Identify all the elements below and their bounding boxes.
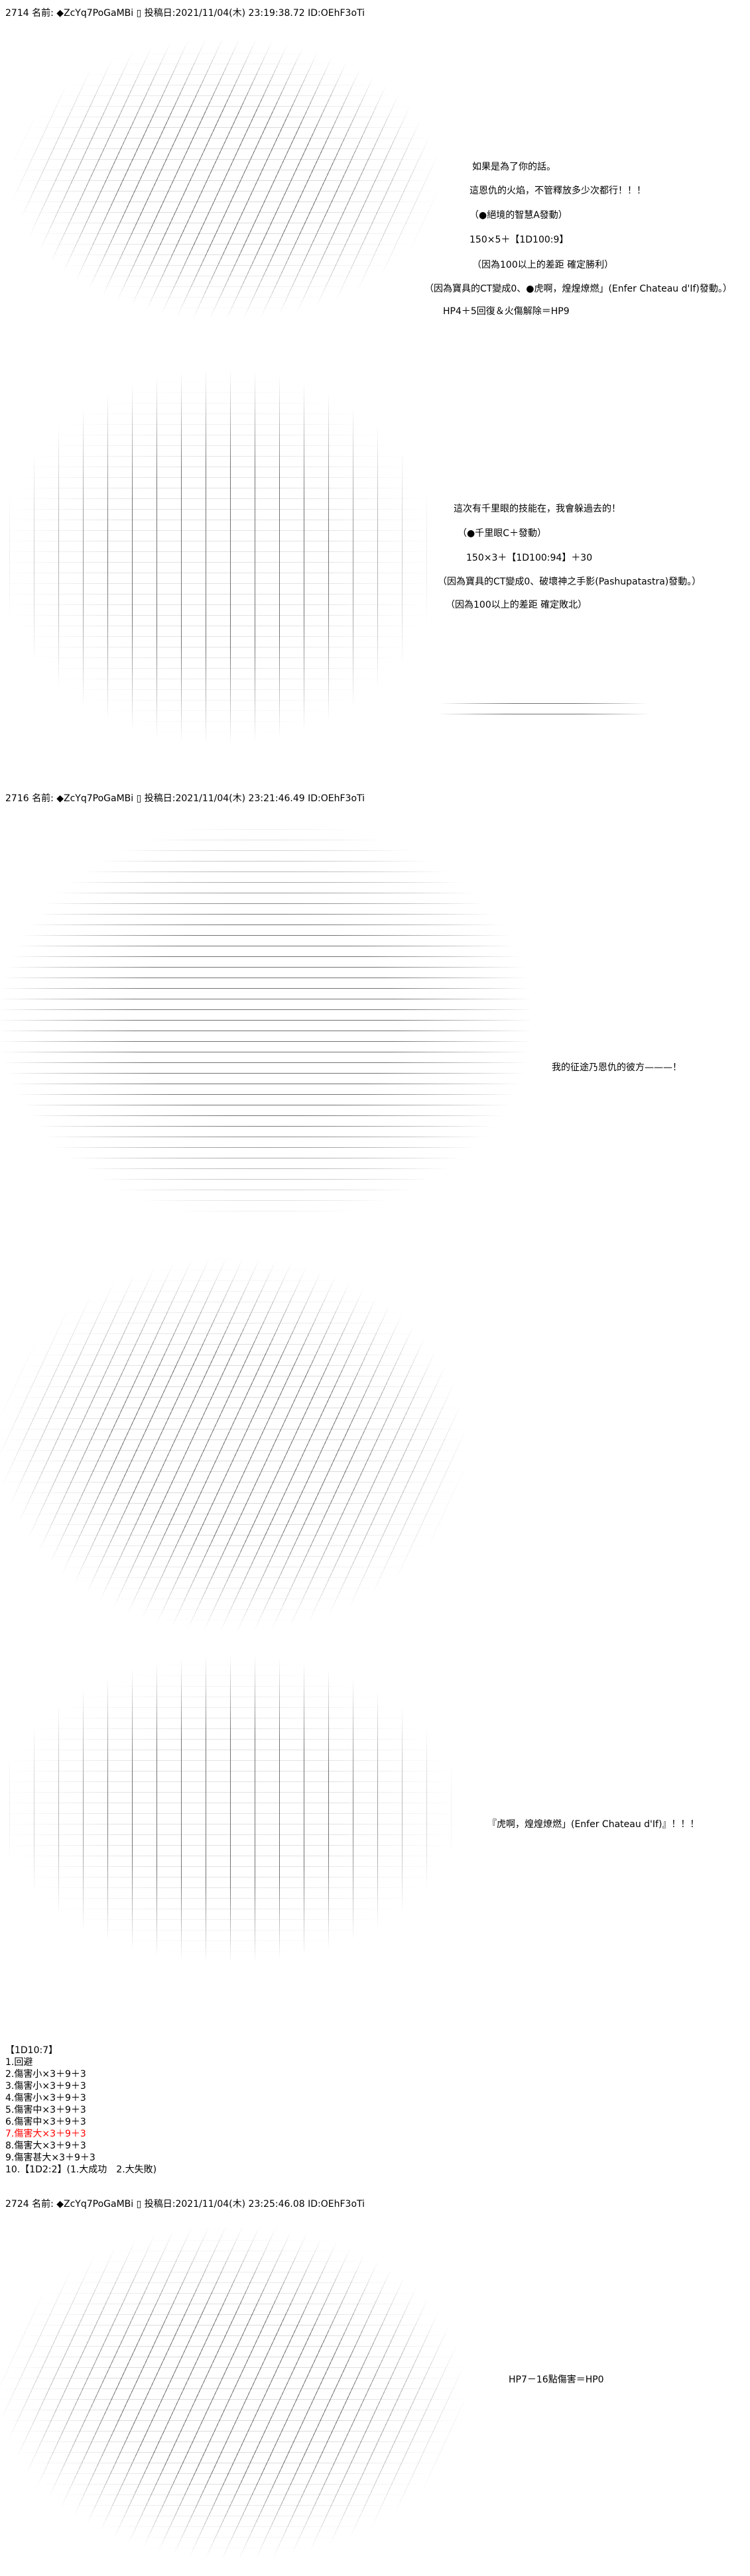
dice-roll: 150×3＋【1D100:94】＋30 — [466, 553, 593, 563]
ascii-art-wave — [431, 696, 656, 722]
ascii-art-flames — [13, 40, 438, 318]
ascii-art-slash — [0, 1259, 464, 1630]
ascii-art-attack — [0, 1657, 458, 1962]
roll-option: 1.回避 — [5, 2057, 33, 2068]
roll-option: 5.傷害中×3＋9＋3 — [5, 2105, 86, 2115]
roll-option: 3.傷害小×3＋9＋3 — [5, 2081, 86, 2092]
roll-option: 10.【1D2:2】(1.大成功 2.大失敗) — [5, 2164, 157, 2175]
post-header-2724: 2724 名前: ◆ZcYq7PoGaMBi ▯ 投稿日:2021/11/04(… — [5, 2199, 365, 2210]
post-header-2716: 2716 名前: ◆ZcYq7PoGaMBi ▯ 投稿日:2021/11/04(… — [5, 793, 365, 804]
roll-option: 4.傷害小×3＋9＋3 — [5, 2093, 86, 2103]
skill-activation: （●千里眼C＋發動） — [458, 528, 546, 539]
roll-result: 【1D10:7】 — [5, 2045, 58, 2056]
result-note: （因為100以上的差距 確定敗北） — [446, 600, 588, 610]
roll-option-selected: 7.傷害大×3＋9＋3 — [5, 2129, 86, 2139]
dialogue-line: 這恩仇的火焰，不管釋放多少次都行！！！ — [469, 186, 646, 196]
roll-option: 2.傷害小×3＋9＋3 — [5, 2069, 86, 2080]
skill-activation: （●絕境的智慧A發動） — [469, 210, 568, 221]
dialogue-line: 如果是為了你的話。 — [472, 162, 556, 172]
hp-status: HP7－16點傷害＝HP0 — [509, 2375, 604, 2385]
noble-phantasm-note: （因為寶具的CT變成0、破壞神之手影(Pashupatastra)發動。） — [438, 577, 702, 587]
roll-option: 6.傷害中×3＋9＋3 — [5, 2117, 86, 2127]
ascii-art-figures — [0, 371, 438, 742]
roll-option: 9.傷害甚大×3＋9＋3 — [5, 2153, 95, 2163]
ascii-art-scene — [0, 822, 531, 1219]
dialogue-line: 這次有千里眼的技能在，我會躲過去的！ — [454, 504, 621, 514]
hp-status: HP4＋5回復＆火傷解除＝HP9 — [443, 306, 570, 317]
dialogue-line: 我的征途乃恩仇的彼方———！ — [552, 1062, 682, 1073]
result-note: （因為100以上的差距 確定勝利） — [472, 260, 614, 270]
post-header-2714: 2714 名前: ◆ZcYq7PoGaMBi ▯ 投稿日:2021/11/04(… — [5, 8, 365, 19]
dice-roll: 150×5＋【1D100:9】 — [469, 235, 569, 245]
ascii-art-impact — [0, 2227, 464, 2558]
noble-phantasm-shout: 『虎啊，煌煌燎燃」(Enfer Chateau d'If)』！！！ — [487, 1819, 700, 1830]
noble-phantasm-note: （因為寶具的CT變成0、●虎啊，煌煌燎燃」(Enfer Chateau d'If… — [424, 284, 732, 294]
roll-option: 8.傷害大×3＋9＋3 — [5, 2141, 86, 2151]
